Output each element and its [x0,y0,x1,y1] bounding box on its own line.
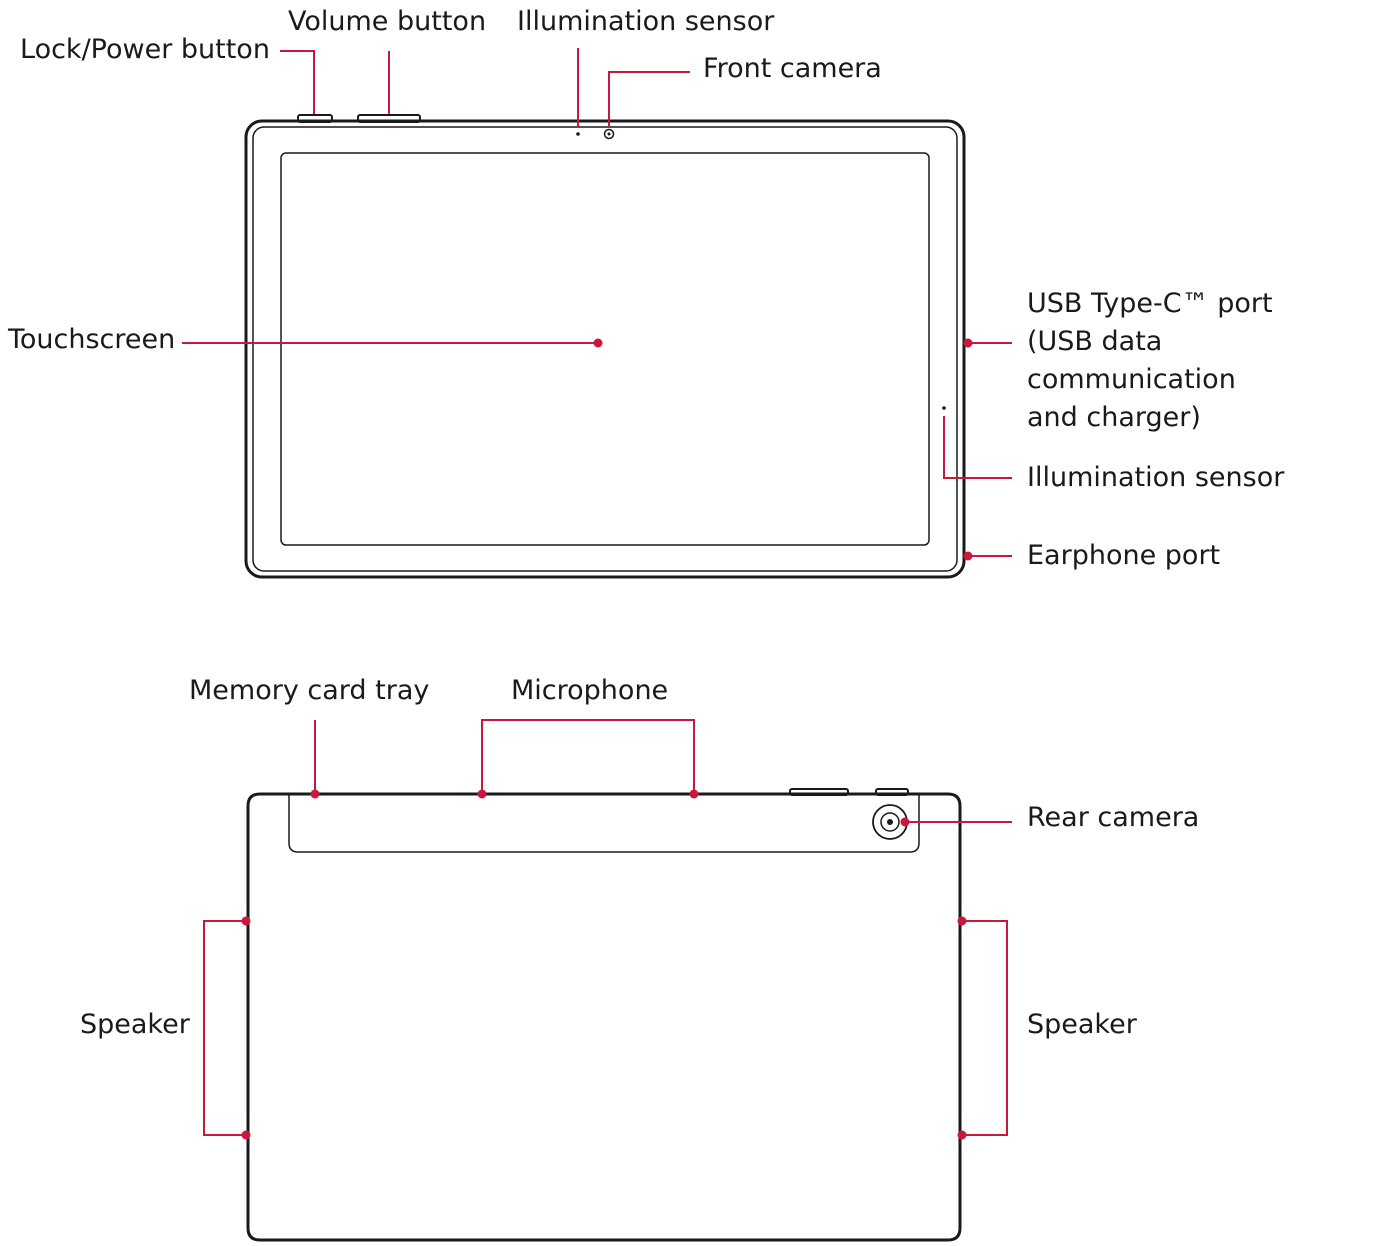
side-illumination-sensor-dot [942,406,946,410]
label-usb-port-line3: and charger) [1027,402,1201,433]
rear-callouts [203,719,1012,1136]
dot-microphone-right [689,789,699,799]
front-body-outline [244,119,966,579]
rear-camera-lens [880,812,900,832]
front-callouts [182,48,1012,557]
dot-memory-card [310,789,320,799]
callout-speaker-right [962,920,1008,1136]
callout-illumination-side [943,416,1012,479]
dot-earphone-port [963,551,973,561]
label-usb-port: USB Type-C™ port (USB data communication… [1027,285,1379,437]
label-lock-power-button: Lock/Power button [20,34,270,65]
front-camera-lens [603,128,615,140]
label-earphone-port: Earphone port [1027,540,1221,571]
label-touchscreen: Touchscreen [8,324,176,355]
label-illumination-sensor-top: Illumination sensor [517,6,775,37]
rear-device [246,788,962,1242]
dot-rear-camera [900,817,910,827]
label-volume-button: Volume button [288,6,487,37]
rear-callout-dots [241,789,967,1140]
dot-usb-port [963,338,973,348]
rear-camera-center [887,819,893,825]
label-microphone: Microphone [511,675,669,706]
dot-speaker-left-top [241,916,251,926]
callout-speaker-left [203,920,246,1136]
illumination-sensor-dot [576,132,580,136]
label-speaker-left: Speaker [80,1009,190,1040]
front-device [244,114,966,579]
front-bezel-inner [252,126,958,572]
front-camera-center [607,132,611,136]
label-memory-card-tray: Memory card tray [189,675,430,706]
callout-microphone [481,719,695,794]
label-rear-camera: Rear camera [1027,802,1200,833]
callout-front-camera [608,71,690,126]
dot-speaker-right-top [957,916,967,926]
label-usb-port-line2: (USB data communication [1027,326,1236,395]
rear-camera-band [288,795,920,853]
dot-microphone-left [477,789,487,799]
touchscreen-shape [280,152,930,546]
label-front-camera: Front camera [703,53,882,84]
rear-body-outline [246,792,962,1242]
label-usb-port-line1: USB Type-C™ port [1027,288,1273,319]
label-illumination-sensor-side: Illumination sensor [1027,462,1285,493]
dot-touchscreen [593,338,603,348]
callout-lock-power [280,50,315,114]
label-speaker-right: Speaker [1027,1009,1137,1040]
front-callout-dots [593,338,973,561]
dot-speaker-right-bottom [957,1130,967,1140]
dot-speaker-left-bottom [241,1130,251,1140]
